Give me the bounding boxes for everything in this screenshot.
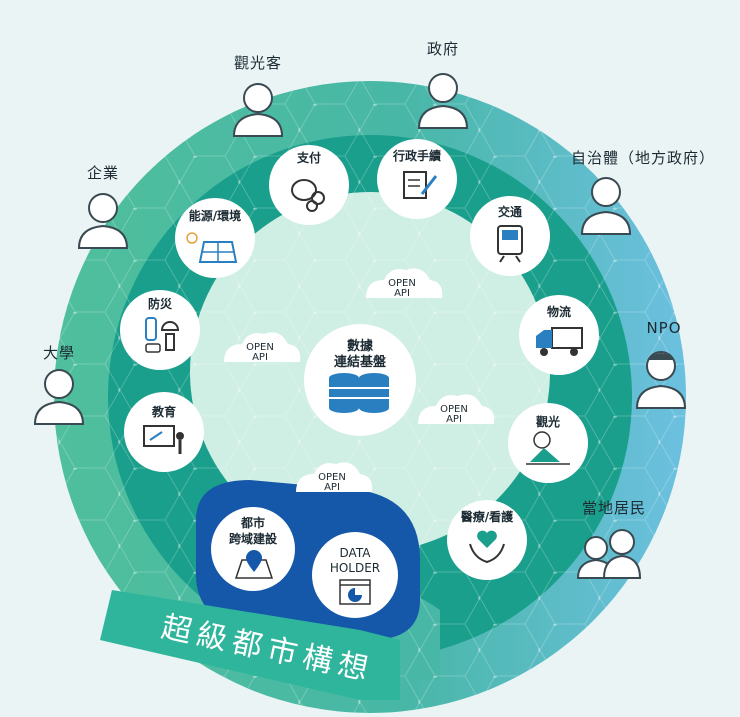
- open-api-cloud: OPEN API: [366, 268, 443, 299]
- service-label: 教育: [151, 404, 176, 419]
- service-label: 支付: [296, 150, 321, 165]
- actor-label: 企業: [87, 164, 119, 182]
- service-label: 醫療/看護: [461, 509, 514, 524]
- open-api-label-2: API: [394, 288, 410, 299]
- tourist-person-icon: [232, 83, 284, 137]
- residents-icon: [576, 529, 642, 579]
- actor-local-government: 自治體（地方政府）: [571, 149, 715, 235]
- open-api-cloud: OPEN API: [224, 332, 301, 363]
- city-cross-domain[interactable]: 都市 跨域建設: [211, 507, 295, 591]
- coin-purse-icon: [291, 179, 325, 212]
- open-api-label-1: OPEN: [246, 342, 274, 353]
- open-api-label-1: OPEN: [388, 278, 416, 289]
- actor-enterprise: 企業: [77, 164, 129, 249]
- pie-chart-window-icon: [339, 579, 371, 605]
- service-disaster-prevention[interactable]: 防災: [120, 290, 200, 370]
- map-pin-icon: [234, 550, 274, 579]
- actor-label: 大學: [43, 344, 75, 362]
- cap-person-icon: [635, 351, 687, 409]
- service-tourism[interactable]: 觀光: [508, 403, 588, 483]
- actor-label: 自治體（地方政府）: [571, 149, 715, 167]
- actor-government: 政府: [417, 40, 469, 129]
- service-payment[interactable]: 支付: [269, 145, 349, 225]
- actor-residents: 當地居民: [576, 499, 646, 579]
- service-transport[interactable]: 交通: [470, 196, 550, 276]
- service-label: 防災: [148, 296, 173, 311]
- actor-label: 觀光客: [234, 54, 282, 72]
- woman-officer-icon: [580, 177, 632, 235]
- mountain-sun-icon: [526, 431, 570, 465]
- data-holder[interactable]: DATA HOLDER: [312, 532, 398, 618]
- open-api-label-1: OPEN: [440, 404, 468, 415]
- open-api-label-2: API: [252, 352, 268, 363]
- emergency-kit-icon: [145, 317, 180, 353]
- train-icon: [497, 225, 523, 263]
- open-api-label-1: OPEN: [318, 472, 346, 483]
- student-person-icon: [33, 369, 85, 425]
- open-api-cloud: OPEN API: [296, 462, 373, 493]
- service-label: 觀光: [536, 414, 560, 429]
- heart-hands-icon: [469, 530, 505, 564]
- core-label-1: 數據: [347, 338, 374, 354]
- document-pen-icon: [403, 171, 438, 199]
- solar-panel-icon: [186, 232, 238, 263]
- data-holder-label-2: HOLDER: [330, 561, 380, 575]
- service-medical-care[interactable]: 醫療/看護: [447, 500, 527, 580]
- service-logistics[interactable]: 物流: [519, 295, 599, 375]
- service-label: 物流: [547, 304, 571, 319]
- service-admin-procedures[interactable]: 行政手續: [377, 139, 457, 219]
- service-education[interactable]: 教育: [124, 392, 204, 472]
- open-api-label-2: API: [446, 414, 462, 425]
- actor-label: 當地居民: [582, 499, 646, 517]
- city-label-2: 跨域建設: [229, 531, 278, 546]
- service-label: 行政手續: [392, 148, 441, 163]
- actor-label: 政府: [427, 40, 459, 58]
- businessman-icon: [77, 193, 129, 249]
- actor-tourist: 觀光客: [232, 54, 284, 137]
- truck-icon: [536, 327, 583, 356]
- data-holder-label-1: DATA: [340, 546, 372, 560]
- service-label: 交通: [498, 204, 522, 219]
- teacher-board-icon: [143, 425, 184, 454]
- actor-label: NPO: [646, 319, 681, 337]
- open-api-cloud: OPEN API: [418, 394, 495, 425]
- open-api-label-2: API: [324, 482, 340, 493]
- data-core: 數據 連結基盤: [304, 324, 416, 436]
- core-label-2: 連結基盤: [334, 354, 387, 370]
- actor-npo: NPO: [635, 319, 687, 409]
- service-label: 能源/環境: [189, 208, 241, 223]
- service-energy-environment[interactable]: 能源/環境: [175, 198, 255, 278]
- official-person-icon: [417, 73, 469, 129]
- database-icon: [329, 373, 389, 413]
- city-label-1: 都市: [240, 515, 265, 530]
- actor-university: 大學: [33, 344, 85, 425]
